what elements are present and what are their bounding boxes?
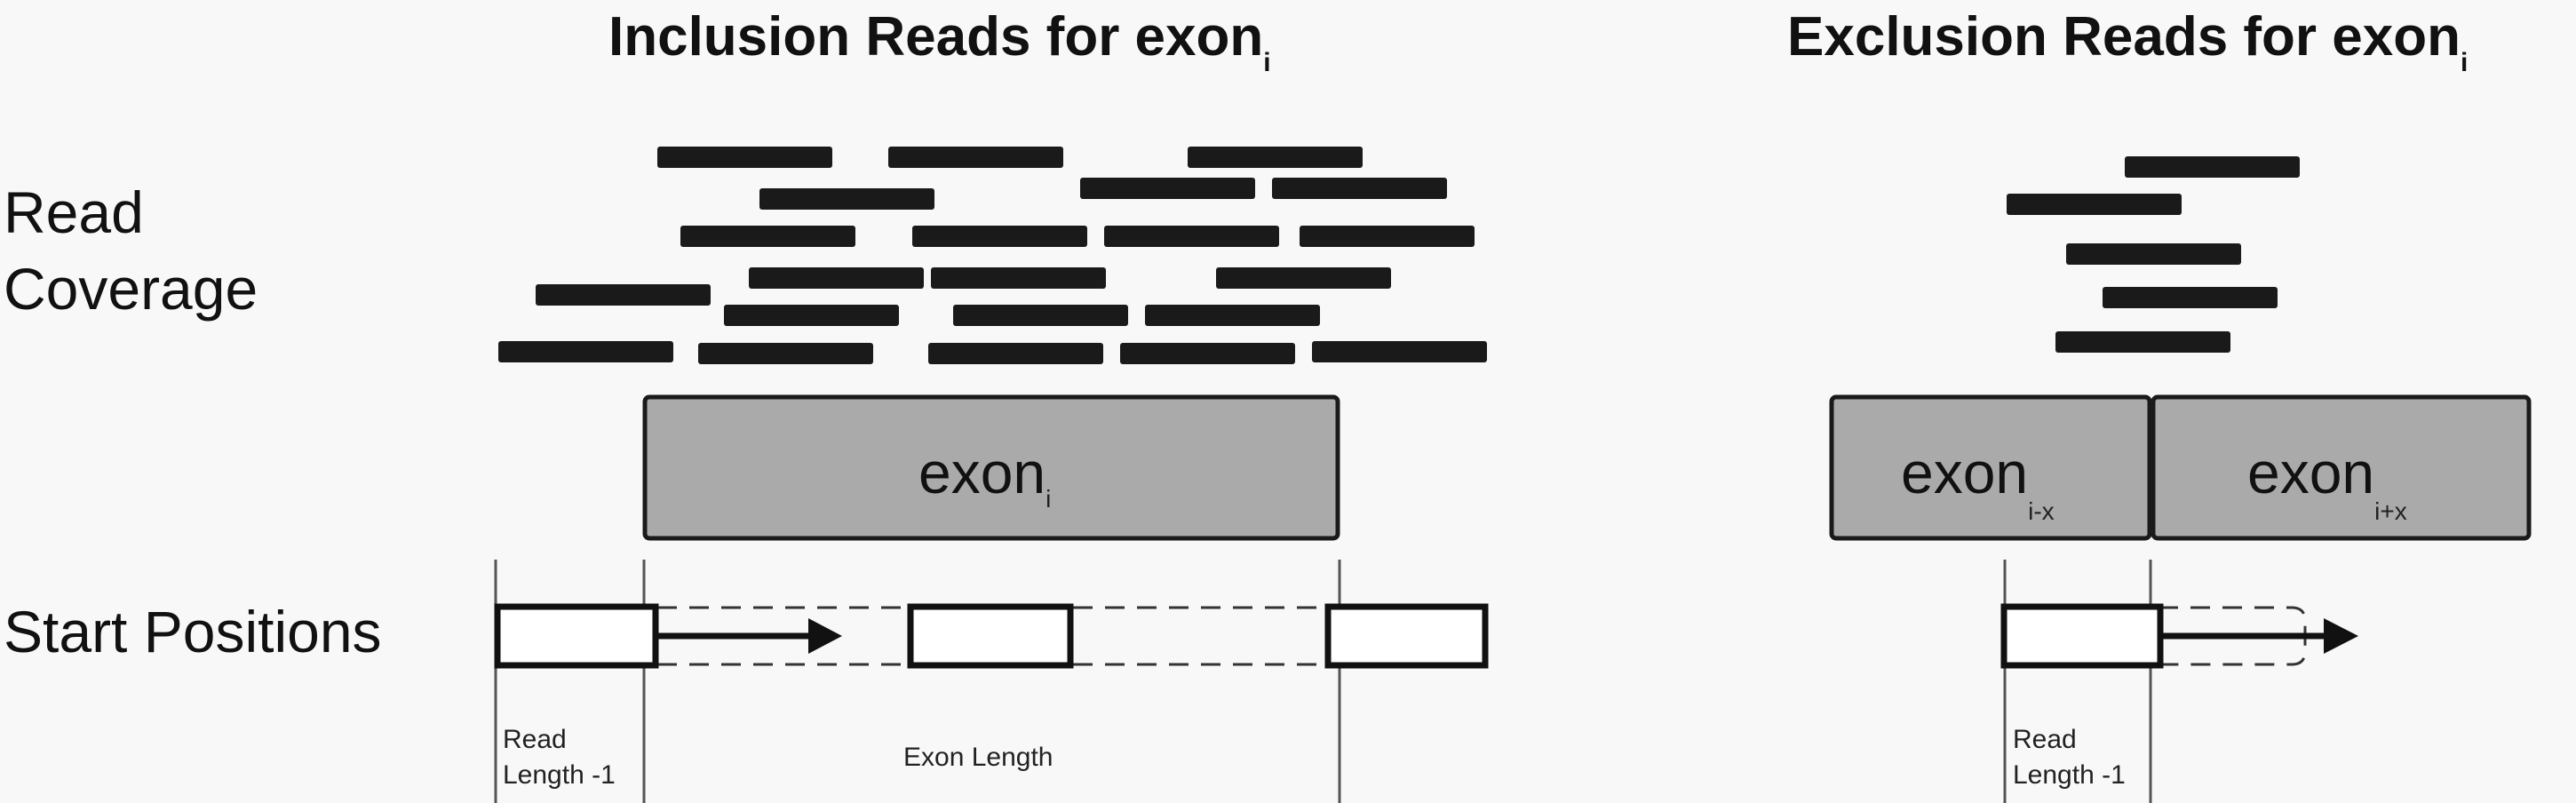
read-bar: [953, 305, 1128, 326]
read-bar: [1120, 343, 1295, 364]
start-position-box: [494, 603, 659, 669]
exon-length-label: Exon Length: [903, 743, 1053, 772]
read-bar: [2007, 194, 2182, 215]
start-position-box: [1324, 603, 1489, 669]
start-position-box: [2000, 603, 2164, 669]
inclusion-exon: exoni: [642, 394, 1340, 541]
read-bar: [1300, 226, 1475, 247]
exon-left-box: [1829, 394, 2152, 541]
arrow-head: [2324, 618, 2358, 654]
read-bar: [888, 147, 1063, 168]
read-coverage-label-line1: Read: [4, 179, 144, 245]
read-bar: [498, 341, 673, 362]
read-bar: [912, 226, 1087, 247]
exclusion-title: Exclusion Reads for exoni: [1787, 6, 2468, 77]
inclusion-title-subscript: i: [1263, 48, 1270, 77]
read-bar: [698, 343, 873, 364]
read-bar: [1188, 147, 1363, 168]
exon-i-label: exoni: [918, 440, 1051, 513]
arrow-head: [808, 618, 842, 654]
start-positions-label: Start Positions: [4, 599, 382, 664]
read-bar: [2103, 287, 2278, 308]
inclusion-start-positions: Read Length -1 Exon Length: [494, 560, 1489, 803]
inclusion-reads: [498, 147, 1487, 364]
exclusion-start-positions: Read Length -1: [2000, 560, 2358, 803]
read-bar: [1312, 341, 1487, 362]
exon-right-box: [2151, 394, 2532, 541]
read-bar: [1145, 305, 1320, 326]
read-bar: [1080, 178, 1255, 199]
exon-i-box: [642, 394, 1340, 541]
read-bar: [749, 267, 924, 289]
read-bar: [536, 284, 711, 306]
inclusion-title: Inclusion Reads for exoni: [608, 6, 1271, 77]
start-position-box: [907, 603, 1074, 669]
read-length-right-label-line1: Read: [2013, 725, 2077, 754]
read-bar: [1216, 267, 1391, 289]
read-length-label-line1: Read: [503, 725, 567, 754]
exclusion-reads: [2007, 156, 2300, 353]
inclusion-title-text: Inclusion Reads for exon: [608, 6, 1263, 68]
read-bar: [680, 226, 855, 247]
read-bar: [657, 147, 832, 168]
read-bar: [1104, 226, 1279, 247]
read-coverage-label-line2: Coverage: [4, 256, 258, 322]
exclusion-title-subscript: i: [2461, 48, 2468, 77]
exon-right-label: exoni+x: [2247, 440, 2407, 525]
read-bar: [2125, 156, 2300, 178]
read-bar: [928, 343, 1103, 364]
read-bar: [759, 188, 934, 210]
read-bar: [931, 267, 1106, 289]
exon-left-label: exoni-x: [1901, 440, 2055, 525]
read-bar: [2055, 331, 2230, 353]
exclusion-title-text: Exclusion Reads for exon: [1787, 6, 2461, 68]
read-bar: [1272, 178, 1447, 199]
exclusion-exons: exoni-x exoni+x: [1829, 394, 2532, 541]
read-length-label-line2: Length -1: [503, 760, 616, 790]
read-bar: [2066, 243, 2241, 265]
read-bar: [724, 305, 899, 326]
read-length-right-label-line2: Length -1: [2013, 760, 2126, 790]
